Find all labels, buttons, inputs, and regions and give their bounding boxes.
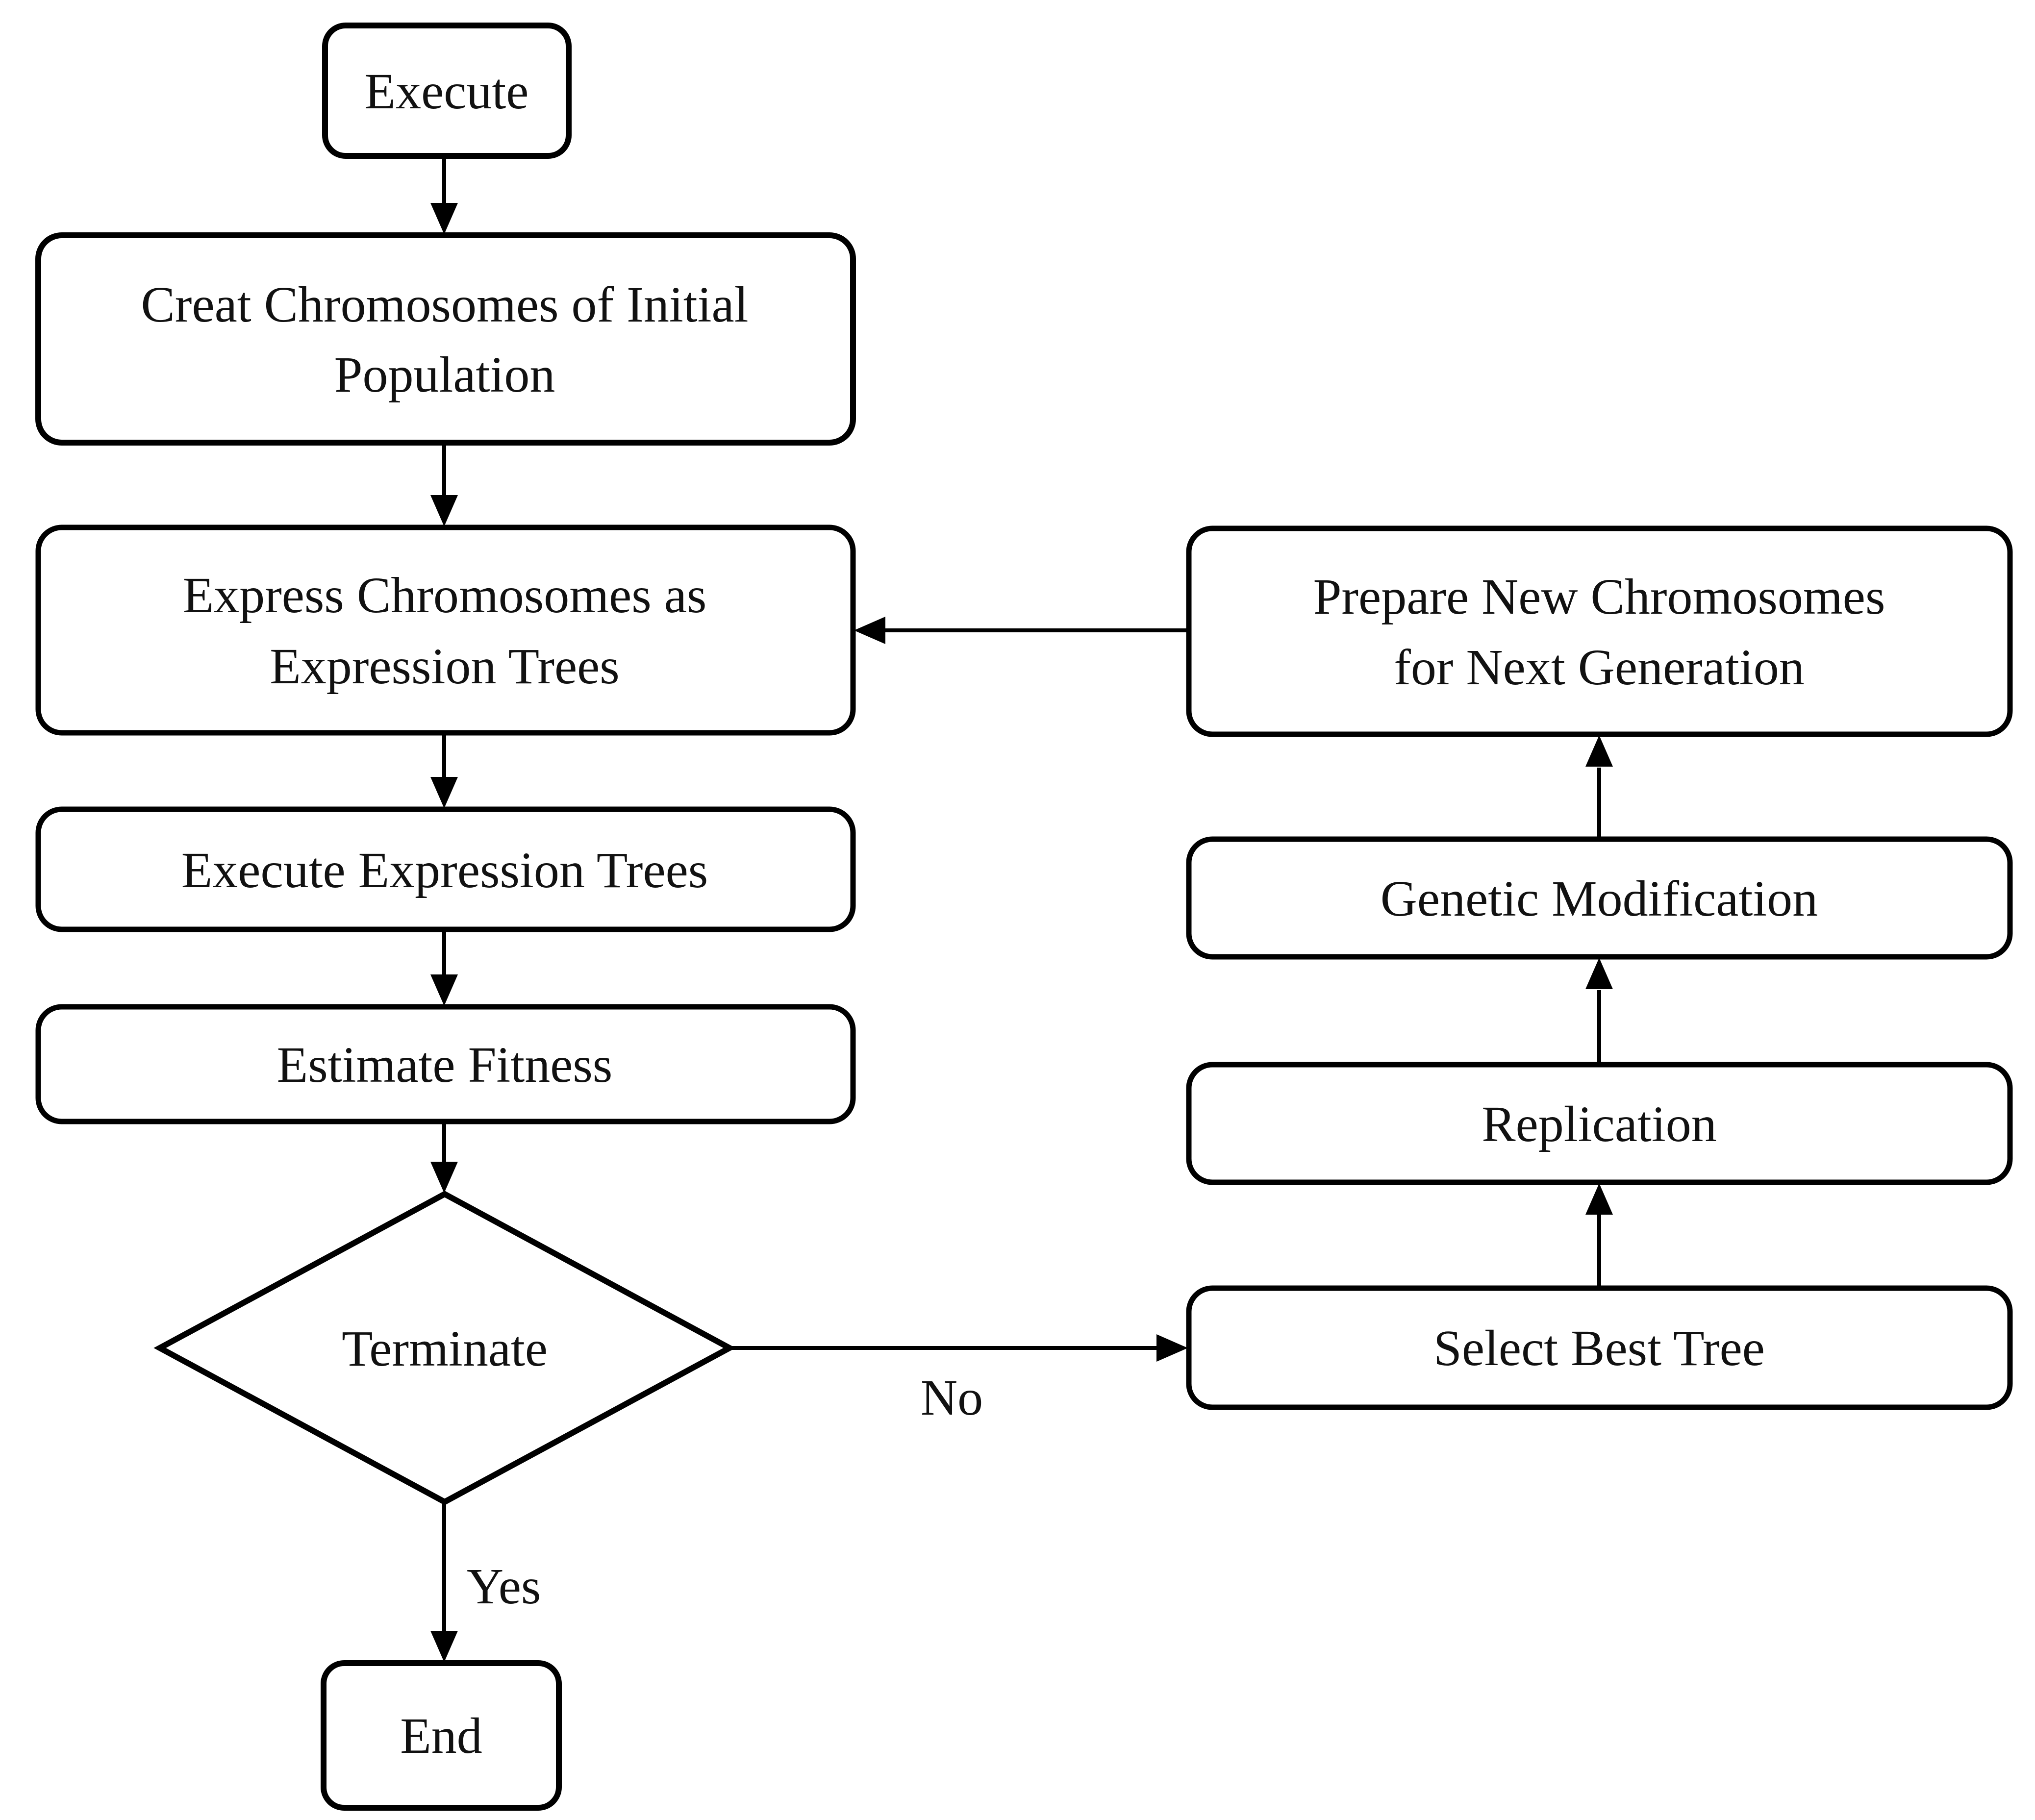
node-create-box (35, 232, 856, 446)
node-express-label-line2: Expression Trees (270, 638, 620, 695)
arrow-replication-to-genetic (1585, 958, 1613, 1065)
node-express-box (35, 524, 856, 736)
node-express-label-line1: Express Chromosomes as (183, 567, 707, 623)
node-end-label: End (400, 1708, 482, 1764)
arrow-express-to-executetrees (430, 733, 458, 808)
node-estimate-fitness-label: Estimate Fitness (277, 1037, 613, 1093)
arrowhead-down-icon (430, 777, 458, 808)
node-select-box (1186, 1285, 2013, 1410)
arrowhead-down-icon (430, 1162, 458, 1193)
node-create-label-line1: Creat Chromosomes of Initial (141, 276, 748, 333)
arrowhead-up-icon (1585, 735, 1613, 767)
arrowhead-right-icon (1156, 1334, 1188, 1362)
edge-label-yes: Yes (467, 1558, 541, 1615)
arrow-executetrees-to-fitness (430, 929, 458, 1006)
node-create-label-line2: Population (334, 347, 555, 403)
node-execute-box (322, 23, 572, 159)
node-estimate-fitness: Estimate Fitness (35, 1004, 856, 1124)
arrowhead-left-icon (854, 617, 885, 644)
node-execute-expression-trees: Execute Expression Trees (35, 806, 856, 932)
node-prepare-label-line1: Prepare New Chromosomes (1313, 569, 1885, 625)
node-execute-trees-label: Execute Expression Trees (181, 842, 708, 898)
arrowhead-down-icon (430, 974, 458, 1006)
arrowhead-down-icon (430, 203, 458, 234)
node-execute-trees-box (35, 806, 856, 932)
node-terminate-decision: Terminate (153, 1191, 736, 1505)
node-prepare-box (1186, 525, 2013, 737)
arrow-genetic-to-prepare (1585, 735, 1613, 839)
node-create-initial-population: Creat Chromosomes of Initial Population (35, 232, 856, 446)
node-end-box (321, 1660, 562, 1811)
node-prepare-label-line2: for Next Generation (1394, 639, 1804, 696)
node-execute: Execute (322, 23, 572, 159)
node-replication: Replication (1186, 1062, 2013, 1185)
node-replication-label: Replication (1482, 1096, 1716, 1152)
arrow-create-to-express (430, 443, 458, 526)
node-end: End (321, 1660, 562, 1811)
arrow-execute-to-create (430, 156, 458, 234)
node-genetic-modification: Genetic Modification (1186, 836, 2013, 960)
arrowhead-down-icon (430, 495, 458, 526)
node-prepare-new-chromosomes: Prepare New Chromosomes for Next Generat… (1186, 525, 2013, 737)
arrow-fitness-to-terminate (430, 1122, 458, 1193)
node-replication-box (1186, 1062, 2013, 1185)
arrow-select-to-replication (1585, 1183, 1613, 1288)
arrow-prepare-to-express (854, 617, 1189, 644)
arrowhead-down-icon (430, 1631, 458, 1662)
arrow-terminate-yes-to-end (430, 1502, 458, 1662)
arrowhead-up-icon (1585, 1183, 1613, 1215)
node-genetic-label: Genetic Modification (1381, 871, 1818, 927)
node-execute-label: Execute (365, 63, 529, 120)
node-select-label: Select Best Tree (1433, 1320, 1765, 1376)
node-terminate-diamond (153, 1191, 736, 1505)
arrowhead-up-icon (1585, 958, 1613, 989)
node-estimate-fitness-box (35, 1004, 856, 1124)
node-express-chromosomes: Express Chromosomes as Expression Trees (35, 524, 856, 736)
node-terminate-label: Terminate (342, 1321, 548, 1377)
edge-label-no: No (921, 1370, 983, 1426)
node-select-best-tree: Select Best Tree (1186, 1285, 2013, 1410)
node-genetic-box (1186, 836, 2013, 960)
arrow-terminate-no-to-select (729, 1334, 1188, 1362)
